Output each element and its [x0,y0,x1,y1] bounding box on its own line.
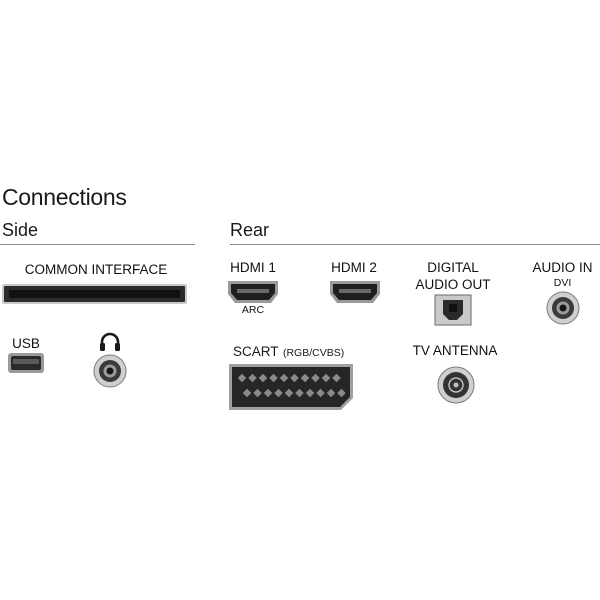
scart-port-icon [229,364,353,410]
audio-in-label: AUDIO IN [532,260,593,275]
scart-pin [263,388,273,398]
optical-port-icon [434,294,472,326]
hdmi2-label: HDMI 2 [331,260,377,275]
scart-pin [237,373,247,383]
tv-antenna-label: TV ANTENNA [412,343,498,358]
scart-pin [284,388,294,398]
audio-in-jack-icon [546,291,580,325]
scart-pin [300,373,310,383]
scart-pin [253,388,262,398]
scart-pin [326,388,336,398]
side-divider [0,244,195,245]
headphone-jack-icon [93,354,127,388]
digital-audio-out-label-line1: DIGITAL [427,260,479,275]
antenna-port-icon [437,366,475,404]
scart-pin [321,373,331,383]
scart-pin [279,373,289,383]
scart-pin [242,388,252,398]
scart-pin [258,373,268,383]
scart-pin [269,373,278,383]
scart-pin [248,373,257,383]
scart-pin [332,373,341,383]
hdmi2-port-icon [330,281,380,303]
side-heading: Side [2,220,39,240]
hdmi1-arc-label: ARC [241,304,265,316]
common-interface-slot-icon [2,284,187,304]
scart-pin [337,388,346,398]
scart-label-group: SCART (RGB/CVBS) [233,343,344,361]
scart-pin [305,388,315,398]
scart-pin [295,388,304,398]
rear-divider [230,244,600,245]
hdmi1-port-icon [228,281,278,303]
rear-heading: Rear [230,220,270,240]
page-title: Connections [2,184,127,210]
usb-label: USB [12,336,40,351]
hdmi1-label: HDMI 1 [230,260,276,275]
audio-in-dvi-label: DVI [553,277,572,289]
digital-audio-out-label-line2: AUDIO OUT [415,277,491,292]
headphone-icon [100,332,120,351]
scart-signal-label: (RGB/CVBS) [282,347,345,359]
common-interface-label: COMMON INTERFACE [24,262,168,277]
scart-pin [290,373,299,383]
usb-port-icon [8,353,44,373]
scart-pin [316,388,325,398]
scart-label: SCART [233,344,279,359]
scart-pin [274,388,283,398]
scart-pin [311,373,320,383]
